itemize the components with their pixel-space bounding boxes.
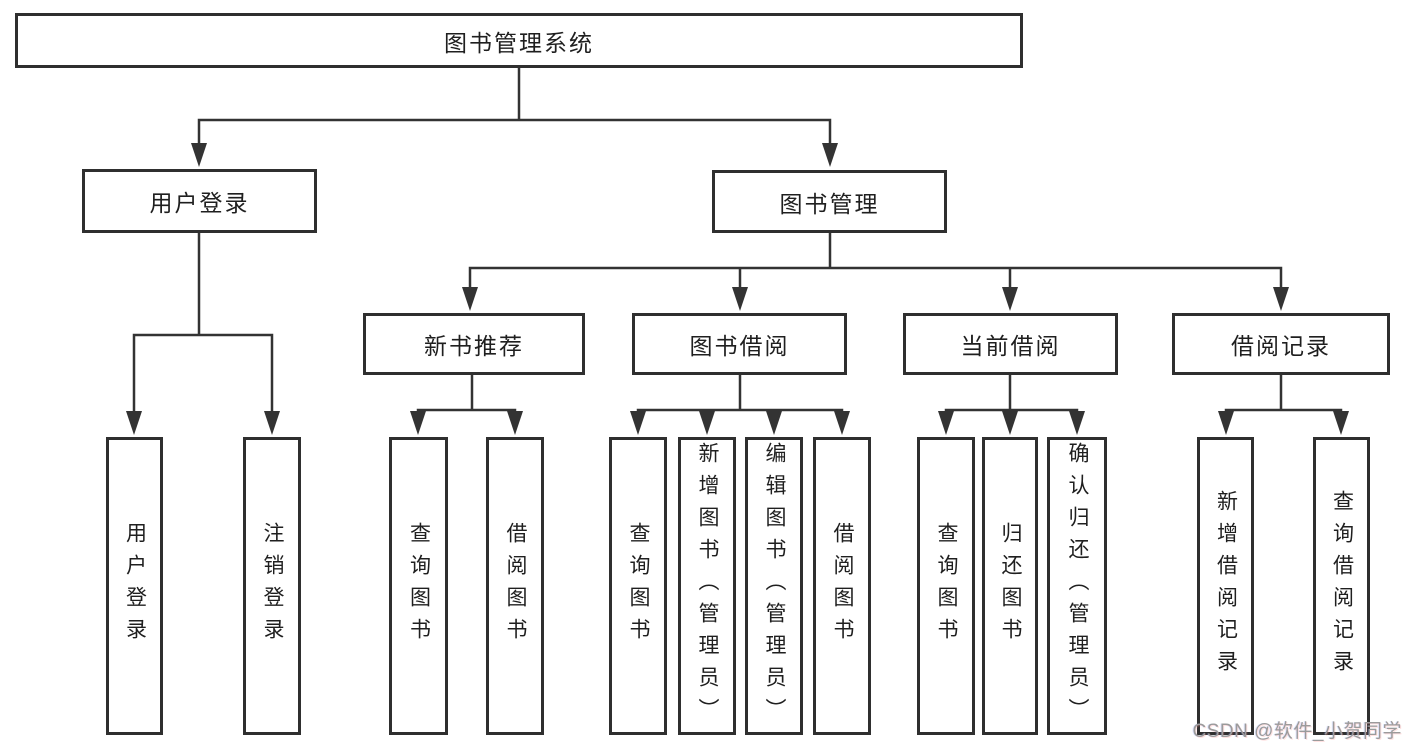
node-borrow-books-borrowing: 借阅图书 <box>813 437 871 735</box>
node-user-login-branch: 用户登录 <box>82 169 317 233</box>
node-query-borrow-record: 查询借阅记录 <box>1313 437 1370 735</box>
node-borrow-books-recommend: 借阅图书 <box>486 437 544 735</box>
node-book-management-branch: 图书管理 <box>712 170 947 233</box>
watermark-text: CSDN @软件_小贺同学 <box>1192 721 1402 742</box>
node-return-books: 归还图书 <box>982 437 1038 735</box>
node-add-books-admin: 新增图书（管理员） <box>678 437 736 735</box>
node-query-books-borrowing: 查询图书 <box>609 437 667 735</box>
node-library-management-system: 图书管理系统 <box>15 13 1023 68</box>
node-logout: 注销登录 <box>243 437 301 735</box>
node-current-borrowing: 当前借阅 <box>903 313 1118 375</box>
node-book-borrowing: 图书借阅 <box>632 313 847 375</box>
node-query-books-current: 查询图书 <box>917 437 975 735</box>
node-user-login: 用户登录 <box>106 437 163 735</box>
node-query-books-recommend: 查询图书 <box>389 437 448 735</box>
node-new-book-recommendation: 新书推荐 <box>363 313 585 375</box>
node-borrowing-records: 借阅记录 <box>1172 313 1390 375</box>
node-edit-books-admin: 编辑图书（管理员） <box>745 437 803 735</box>
arrow-down-icon <box>126 143 1349 435</box>
node-add-borrow-record: 新增借阅记录 <box>1197 437 1254 735</box>
node-confirm-return-admin: 确认归还（管理员） <box>1047 437 1107 735</box>
